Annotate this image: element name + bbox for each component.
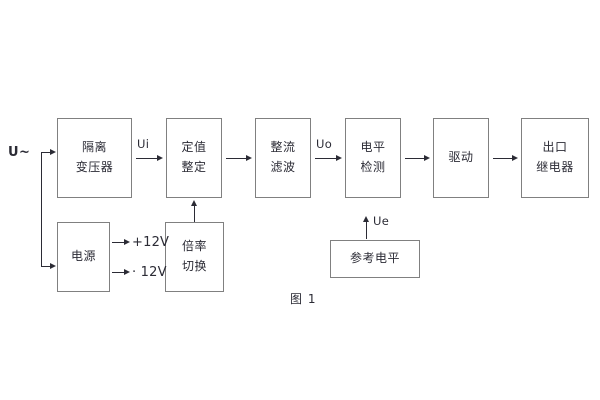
wire-setting-value-to-rectifier xyxy=(226,158,247,159)
rail-label-positive-12v: +12V xyxy=(132,235,170,250)
arrowhead-transformer-to-setting-value xyxy=(157,155,163,161)
block-multiplier-switch-line-2: 切换 xyxy=(181,259,207,273)
block-output-relay-line-1: 出口 xyxy=(542,140,568,155)
wire-transformer-to-setting-value xyxy=(136,158,158,159)
block-rectifier-filter[interactable]: 整流 滤波 xyxy=(255,118,311,198)
block-level-detection[interactable]: 电平 检测 xyxy=(345,118,401,198)
wire-driver-to-output-relay xyxy=(493,158,514,159)
block-power-supply-line-1: 电源 xyxy=(70,249,96,264)
block-reference-level[interactable]: 参考电平 xyxy=(330,240,420,278)
wire-multiplier-switch-to-setting-value xyxy=(194,206,195,222)
block-rectifier-filter-line-1: 整流 xyxy=(270,140,296,155)
arrowhead-multiplier-switch-to-setting-value xyxy=(191,200,197,206)
wire-source-bus xyxy=(41,152,42,267)
wire-source-to-transformer xyxy=(41,152,51,153)
block-output-relay-line-2: 继电器 xyxy=(536,160,574,174)
signal-label-ue: Ue xyxy=(373,214,390,228)
arrowhead-reference-level-to-level-detection xyxy=(363,216,369,222)
block-setting-value-line-2: 整定 xyxy=(181,160,207,174)
signal-label-ui: Ui xyxy=(137,137,150,151)
wire-rectifier-to-level-detection xyxy=(315,158,337,159)
source-label-u-ac: U~ xyxy=(8,145,31,160)
block-driver[interactable]: 驱动 xyxy=(433,118,489,198)
arrowhead-source-to-power-supply xyxy=(50,263,56,269)
block-reference-level-line-1: 参考电平 xyxy=(349,251,400,266)
arrowhead-rectifier-to-level-detection xyxy=(336,155,342,161)
block-level-detection-line-1: 电平 xyxy=(360,140,386,155)
arrowhead-driver-to-output-relay xyxy=(512,155,518,161)
rail-label-negative-12v: · 12V xyxy=(132,265,167,280)
block-setting-value[interactable]: 定值 整定 xyxy=(166,118,222,198)
block-rectifier-filter-line-2: 滤波 xyxy=(270,160,296,174)
wire-level-detection-to-driver xyxy=(405,158,426,159)
wire-source-to-power-supply xyxy=(41,266,51,267)
wire-reference-level-to-level-detection xyxy=(366,222,367,239)
block-isolation-transformer-line-1: 隔离 xyxy=(81,140,107,155)
signal-label-uo: Uo xyxy=(316,137,333,151)
arrowhead-source-to-transformer xyxy=(50,149,56,155)
block-multiplier-switch[interactable]: 倍率 切换 xyxy=(165,222,224,292)
arrowhead-setting-value-to-rectifier xyxy=(246,155,252,161)
figure-caption: 图 1 xyxy=(290,292,317,306)
block-output-relay[interactable]: 出口 继电器 xyxy=(521,118,589,198)
block-isolation-transformer[interactable]: 隔离 变压器 xyxy=(57,118,132,198)
arrowhead-rail-positive xyxy=(124,239,130,245)
arrowhead-level-detection-to-driver xyxy=(424,155,430,161)
arrowhead-rail-negative xyxy=(124,269,130,275)
block-setting-value-line-1: 定值 xyxy=(181,140,207,155)
wire-rail-negative xyxy=(112,272,126,273)
block-driver-line-1: 驱动 xyxy=(448,150,474,165)
block-level-detection-line-2: 检测 xyxy=(360,160,386,174)
block-power-supply[interactable]: 电源 xyxy=(57,222,110,292)
block-multiplier-switch-line-1: 倍率 xyxy=(181,239,207,254)
wire-rail-positive xyxy=(112,242,126,243)
block-isolation-transformer-line-2: 变压器 xyxy=(75,160,114,174)
